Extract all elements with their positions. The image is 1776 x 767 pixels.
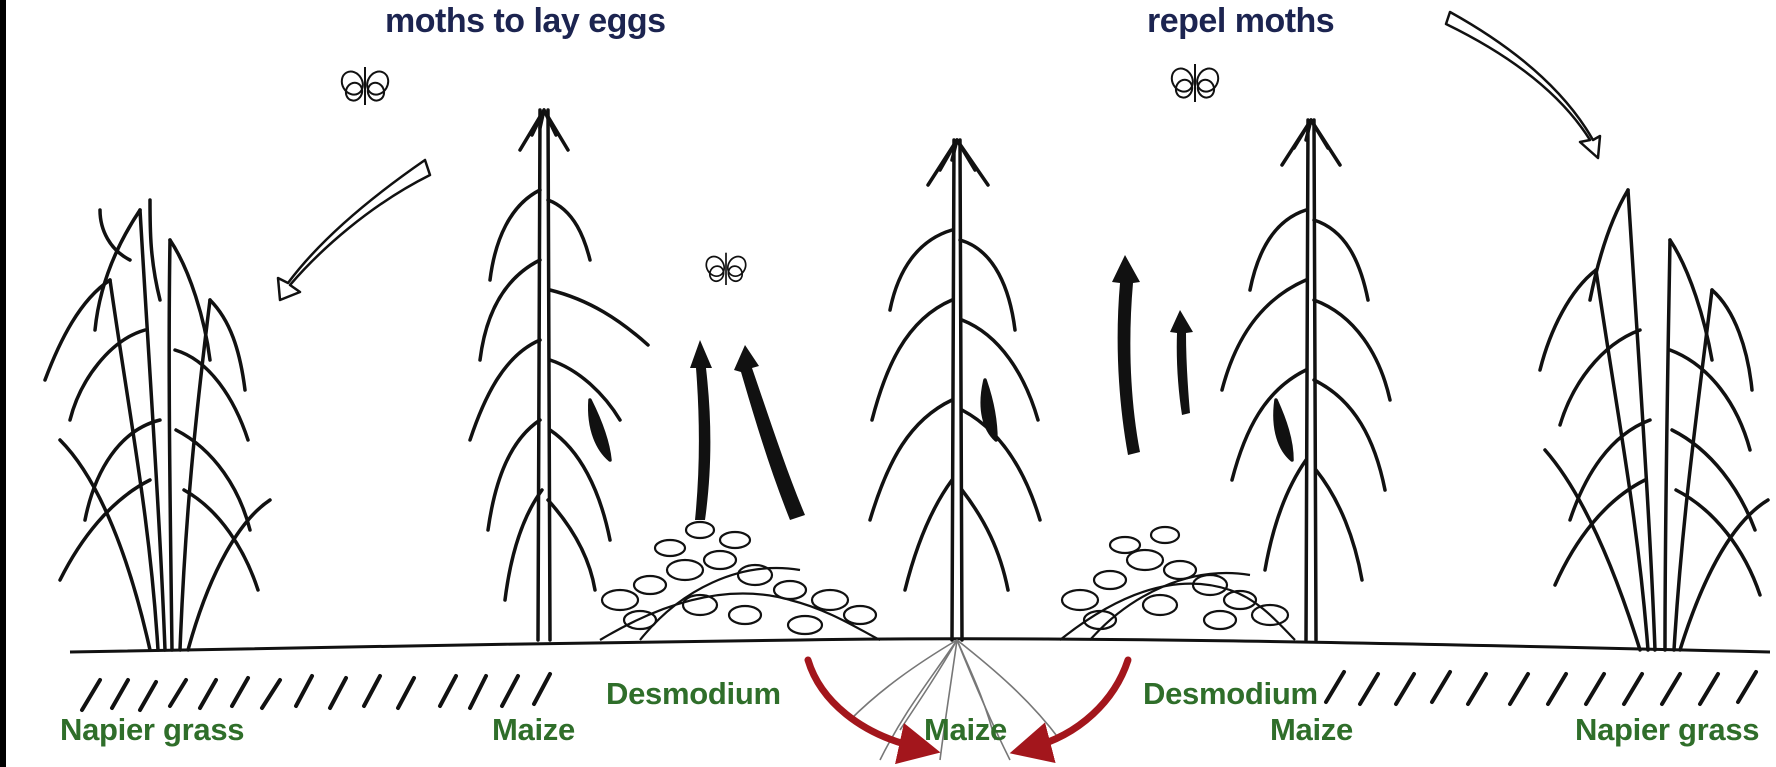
label-maize-left: Maize [492,712,575,748]
label-desmodium-right: Desmodium [1143,676,1318,712]
moth-icon [703,253,749,285]
maize-center [870,140,1040,640]
arrow-repel-moths [1446,12,1600,158]
moth-icon [1168,64,1223,102]
napier-grass-left [45,200,270,650]
maize-right [1222,120,1390,640]
label-maize-center: Maize [924,712,1007,748]
ground-hatching [82,672,1756,710]
volatile-arrows-left [690,340,805,520]
label-maize-right: Maize [1270,712,1353,748]
label-repel-moths: repel moths [1147,2,1334,41]
moth-icon [338,67,393,105]
maize-left [470,110,648,640]
label-desmodium-left: Desmodium [606,676,781,712]
label-moths-to-lay-eggs: moths to lay eggs [385,2,666,41]
ground-line [70,639,1770,652]
desmodium-right [1060,527,1295,640]
label-napier-grass-left: Napier grass [60,712,244,748]
label-napier-grass-right: Napier grass [1575,712,1759,748]
volatile-arrows-right [1112,255,1193,455]
arrow-napier-attract [278,160,430,300]
napier-grass-right [1540,190,1768,650]
desmodium-left [600,522,880,640]
